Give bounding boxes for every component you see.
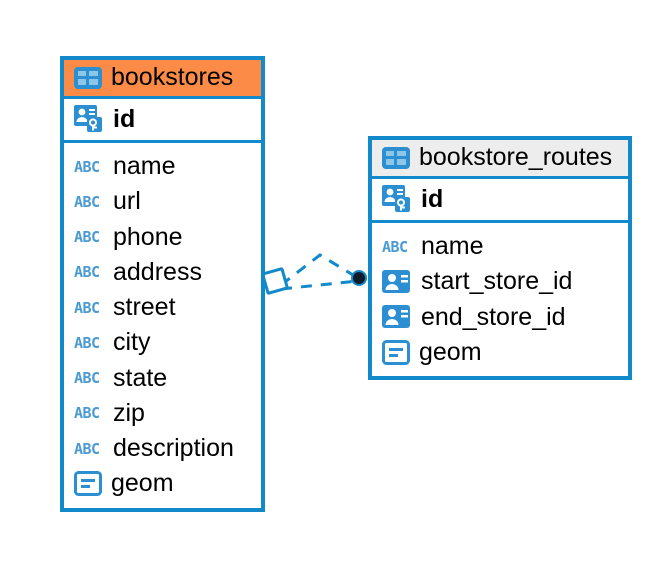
field-row-start-store-id[interactable]: start_store_id — [372, 264, 628, 299]
geometry-icon — [382, 339, 410, 365]
field-label: phone — [113, 222, 183, 251]
abc-text-icon: ABC — [74, 404, 100, 423]
geometry-icon — [74, 471, 102, 497]
field-row-city[interactable]: ABC city — [64, 325, 261, 360]
field-label: name — [113, 152, 176, 180]
field-row-name[interactable]: ABC name — [64, 149, 261, 184]
field-label: end_store_id — [421, 302, 566, 331]
entity-header-bookstore-routes[interactable]: bookstore_routes — [372, 140, 628, 176]
abc-text-icon: ABC — [74, 298, 100, 317]
field-row-street[interactable]: ABC street — [64, 290, 261, 325]
primary-key-icon — [382, 185, 412, 213]
filled-circle-marker — [351, 270, 367, 286]
field-label: city — [113, 328, 151, 357]
field-row-url[interactable]: ABC url — [64, 184, 261, 219]
field-label: state — [113, 363, 168, 392]
field-list-bookstores: ABC name ABC url ABC phone ABC address A… — [64, 143, 261, 508]
abc-text-icon: ABC — [74, 439, 100, 458]
field-label: address — [113, 257, 202, 286]
primary-key-label: id — [421, 184, 444, 213]
abc-text-icon: ABC — [74, 228, 100, 247]
field-row-phone[interactable]: ABC phone — [64, 220, 261, 255]
primary-key-row-bookstore-routes[interactable]: id — [372, 176, 628, 223]
foreign-key-icon — [382, 269, 412, 294]
field-row-description[interactable]: ABC description — [64, 431, 261, 466]
relationship-line-lower — [280, 279, 359, 291]
primary-key-row-bookstores[interactable]: id — [64, 96, 261, 143]
diamond-outline-marker — [261, 267, 289, 295]
abc-text-icon: ABC — [74, 333, 100, 352]
field-label: start_store_id — [421, 267, 573, 296]
foreign-key-icon — [382, 305, 412, 329]
field-row-geom[interactable]: geom — [64, 466, 261, 501]
field-list-bookstore-routes: ABC name start_store_id — [372, 223, 628, 376]
abc-text-icon: ABC — [74, 369, 100, 388]
field-label: name — [421, 232, 484, 260]
field-label: street — [113, 293, 176, 321]
primary-key-label: id — [113, 104, 136, 133]
field-row-name[interactable]: ABC name — [372, 229, 628, 264]
entity-title: bookstores — [111, 63, 234, 91]
table-icon — [74, 66, 102, 89]
field-row-address[interactable]: ABC address — [64, 255, 261, 290]
field-row-zip[interactable]: ABC zip — [64, 396, 261, 431]
field-row-state[interactable]: ABC state — [64, 361, 261, 396]
table-icon — [382, 146, 410, 169]
entity-header-bookstores[interactable]: bookstores — [64, 60, 261, 96]
abc-text-icon: ABC — [74, 157, 100, 176]
entity-bookstores[interactable]: bookstores id ABC — [60, 56, 265, 512]
field-label: url — [113, 187, 141, 216]
field-label: geom — [111, 469, 174, 498]
abc-text-icon: ABC — [382, 237, 408, 256]
field-label: description — [113, 434, 234, 462]
abc-text-icon: ABC — [74, 263, 100, 282]
relationship-line-upper — [280, 253, 359, 287]
field-label: zip — [113, 398, 145, 427]
field-row-geom[interactable]: geom — [372, 335, 628, 370]
field-label: geom — [419, 337, 482, 366]
field-row-end-store-id[interactable]: end_store_id — [372, 300, 628, 335]
entity-title: bookstore_routes — [419, 143, 613, 171]
entity-bookstore-routes[interactable]: bookstore_routes id ABC — [368, 136, 632, 380]
abc-text-icon: ABC — [74, 192, 100, 211]
primary-key-icon — [74, 105, 104, 133]
